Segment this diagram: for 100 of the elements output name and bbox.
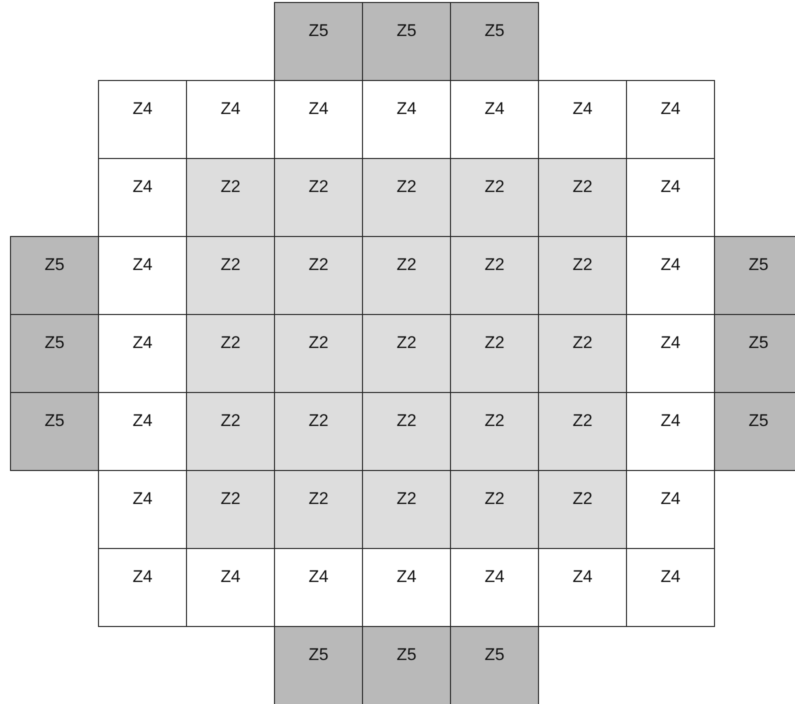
- grid-cell: [362, 626, 451, 704]
- zone-label: Z4: [660, 411, 680, 431]
- zone-label: Z5: [748, 411, 768, 431]
- zone-label: Z2: [396, 255, 416, 275]
- zone-label: Z5: [748, 333, 768, 353]
- zone-label: Z2: [220, 177, 240, 197]
- grid-cell: [450, 236, 539, 315]
- zone-label: Z5: [44, 333, 64, 353]
- grid-cell: [186, 392, 275, 471]
- zone-label: Z2: [396, 333, 416, 353]
- zone-label: Z4: [572, 567, 592, 587]
- grid-cell: [714, 314, 795, 393]
- zone-label: Z2: [308, 489, 328, 509]
- grid-cell: [450, 314, 539, 393]
- grid-cell: [10, 314, 99, 393]
- zone-label: Z2: [396, 489, 416, 509]
- zone-label: Z2: [484, 333, 504, 353]
- grid-cell: [274, 158, 363, 237]
- grid-cell: [186, 236, 275, 315]
- zone-label: Z2: [308, 255, 328, 275]
- zone-label: Z5: [308, 21, 328, 41]
- zone-label: Z4: [572, 99, 592, 119]
- grid-cell: [10, 236, 99, 315]
- grid-cell: [450, 626, 539, 704]
- zone-label: Z2: [396, 177, 416, 197]
- grid-cell: [626, 548, 715, 627]
- grid-cell: [362, 314, 451, 393]
- zone-label: Z5: [308, 645, 328, 665]
- zone-label: Z4: [484, 567, 504, 587]
- grid-cell: [450, 470, 539, 549]
- grid-cell: [274, 2, 363, 81]
- zone-label: Z2: [220, 333, 240, 353]
- grid-cell: [626, 80, 715, 159]
- zone-label: Z4: [308, 99, 328, 119]
- grid-cell: [274, 470, 363, 549]
- zone-label: Z4: [484, 99, 504, 119]
- zone-label: Z2: [220, 489, 240, 509]
- zone-label: Z4: [660, 489, 680, 509]
- grid-cell: [10, 392, 99, 471]
- zone-label: Z4: [660, 177, 680, 197]
- grid-cell: [186, 470, 275, 549]
- grid-cell: [538, 314, 627, 393]
- grid-cell: [274, 626, 363, 704]
- grid-cell: [450, 392, 539, 471]
- zone-label: Z2: [396, 411, 416, 431]
- zone-label: Z4: [660, 567, 680, 587]
- zone-label: Z4: [132, 489, 152, 509]
- zone-label: Z2: [572, 255, 592, 275]
- zone-label: Z4: [396, 99, 416, 119]
- zone-label: Z4: [220, 567, 240, 587]
- zone-label: Z4: [132, 567, 152, 587]
- grid-cell: [362, 2, 451, 81]
- zone-label: Z2: [484, 177, 504, 197]
- grid-cell: [274, 314, 363, 393]
- zone-label: Z4: [660, 99, 680, 119]
- grid-cell: [186, 314, 275, 393]
- zone-label: Z4: [660, 333, 680, 353]
- grid-cell: [538, 236, 627, 315]
- zone-label: Z2: [572, 489, 592, 509]
- zone-label: Z2: [308, 411, 328, 431]
- grid-cell: [362, 158, 451, 237]
- zone-label: Z2: [484, 411, 504, 431]
- zone-label: Z4: [132, 411, 152, 431]
- zone-label: Z5: [44, 411, 64, 431]
- grid-cell: [362, 236, 451, 315]
- zone-label: Z5: [44, 255, 64, 275]
- zone-label: Z5: [396, 645, 416, 665]
- zone-label: Z5: [484, 645, 504, 665]
- grid-cell: [98, 548, 187, 627]
- grid-cell: [538, 392, 627, 471]
- zone-label: Z2: [220, 411, 240, 431]
- grid-cell: [362, 392, 451, 471]
- zone-label: Z2: [220, 255, 240, 275]
- grid-cell: [274, 236, 363, 315]
- zone-label: Z4: [660, 255, 680, 275]
- zone-label: Z4: [132, 333, 152, 353]
- zone-label: Z2: [484, 255, 504, 275]
- grid-cell: [362, 470, 451, 549]
- grid-cell: [186, 158, 275, 237]
- grid-cell: [274, 392, 363, 471]
- grid-cell: [450, 2, 539, 81]
- zone-label: Z4: [396, 567, 416, 587]
- zone-label: Z2: [572, 333, 592, 353]
- zone-label: Z4: [132, 177, 152, 197]
- grid-cell: [714, 236, 795, 315]
- zone-label: Z2: [484, 489, 504, 509]
- zone-label: Z5: [484, 21, 504, 41]
- zone-label: Z2: [308, 177, 328, 197]
- grid-cell: [450, 158, 539, 237]
- zone-label: Z4: [220, 99, 240, 119]
- grid-cell: [538, 470, 627, 549]
- zone-label: Z2: [308, 333, 328, 353]
- zone-label: Z5: [748, 255, 768, 275]
- grid-cell: [98, 80, 187, 159]
- zone-label: Z2: [572, 411, 592, 431]
- zone-label: Z4: [132, 255, 152, 275]
- zone-label: Z5: [396, 21, 416, 41]
- grid-cell: [538, 158, 627, 237]
- grid-cell: [714, 392, 795, 471]
- zone-label: Z2: [572, 177, 592, 197]
